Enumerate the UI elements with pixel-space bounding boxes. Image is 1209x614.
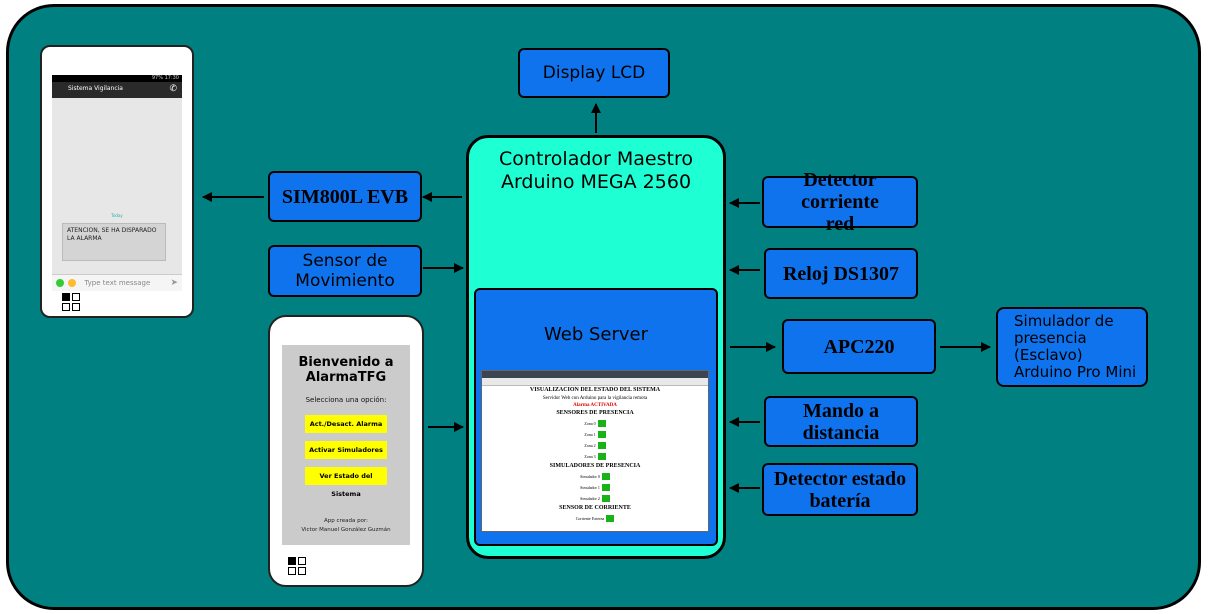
web-current-title: SENSOR DE CORRIENTE [559,505,631,511]
web-simulator-label: Simulador 0 [580,474,600,479]
emoji-icon[interactable] [68,279,77,287]
view-status-button[interactable]: Ver Estado del Sistema [305,467,387,498]
alarm-toggle-button[interactable]: Act./Desact. Alarma [305,415,387,433]
app-logo-icon [288,557,306,575]
app-logo-icon [62,293,80,311]
indicator-icon [597,420,606,427]
indicator-icon [597,431,606,438]
send-icon[interactable]: ➤ [170,278,178,288]
web-sensor-row: Zona 0 [482,418,708,429]
indicator-icon [601,473,610,480]
web-subheading: Servidor Web con Arduino para la vigilan… [542,396,648,401]
sms-header: Sistema Vigilancia ✆ [52,82,182,98]
display-lcd-box: Display LCD [518,48,670,98]
web-sensor-row: Zona 2 [482,440,708,451]
web-sensors-title: SENSORES DE PRESENCIA [556,410,634,416]
app-subtitle: Selecciona una opción: [305,396,387,404]
sms-date: Today [111,213,123,218]
web-simulator-row: Simulador 2 [482,493,708,504]
detector-corriente-box: Detector corriente red [762,169,918,235]
indicator-icon [601,495,610,502]
activate-simulators-button[interactable]: Activar Simuladores [305,441,387,459]
web-sensor-row: Zona 3 [482,451,708,462]
web-current-row: Corriente Externa [482,513,708,524]
sms-phone: 97% 17:30 Sistema Vigilancia ✆ Today ATE… [40,45,194,318]
web-sensor-label: Zona 0 [584,421,596,426]
indicator-icon [597,442,606,449]
web-sensor-label: Zona 2 [584,443,596,448]
browser-address-bar [482,378,708,386]
browser-tab-bar [482,371,708,378]
detector-bateria-box: Detector estado batería [762,463,918,516]
indicator-icon [601,484,610,491]
sms-screen: 97% 17:30 Sistema Vigilancia ✆ Today ATE… [52,75,182,291]
web-sensor-label: Zona 3 [584,454,596,459]
web-server-title: Web Server [544,324,648,345]
sms-contact-name: Sistema Vigilancia [68,85,123,92]
web-simulator-label: Simulador 1 [580,485,600,490]
web-simulators-title: SIMULADORES DE PRESENCIA [549,463,641,469]
app-credit: App creada por: Victor Manuel González G… [301,518,391,533]
web-heading: VISUALIZACION DEL ESTADO DEL SISTEMA [529,387,661,393]
simulador-presencia-box: Simulador de presencia (Esclavo) Arduino… [996,307,1148,387]
app-title: Bienvenido a AlarmaTFG [298,355,394,385]
app-phone: Bienvenido a AlarmaTFG Selecciona una op… [268,315,424,587]
web-alarm-status: Alarma ACTIVADA [573,403,617,408]
web-simulator-row: Simulador 1 [482,482,708,493]
status-bar: 97% 17:30 [52,75,182,82]
web-current-label: Corriente Externa [575,516,605,521]
web-page-screenshot: VISUALIZACION DEL ESTADO DEL SISTEMA Ser… [481,370,709,532]
master-title: Controlador Maestro Arduino MEGA 2560 [499,148,693,193]
indicator-icon [606,515,615,522]
mando-distancia-box: Mando a distancia [764,396,918,447]
indicator-icon [597,453,606,460]
apc220-box: APC220 [782,319,936,374]
web-sensor-row: Zona 1 [482,429,708,440]
app-screen: Bienvenido a AlarmaTFG Selecciona una op… [282,345,410,545]
add-icon[interactable] [56,279,64,287]
web-simulator-row: Simulador 0 [482,471,708,482]
sms-message: ATENCION, SE HA DISPARADO LA ALARMA [62,223,166,261]
sim800l-box: SIM800L EVB [268,171,422,222]
call-icon[interactable]: ✆ [169,84,177,94]
reloj-box: Reloj DS1307 [764,248,918,299]
web-simulator-label: Simulador 2 [580,496,600,501]
sensor-movimiento-box: Sensor de Movimiento [268,245,422,297]
web-sensor-label: Zona 1 [584,432,596,437]
sms-input-bar: Type text message ➤ [52,274,182,291]
sms-text-input[interactable]: Type text message [84,279,151,287]
